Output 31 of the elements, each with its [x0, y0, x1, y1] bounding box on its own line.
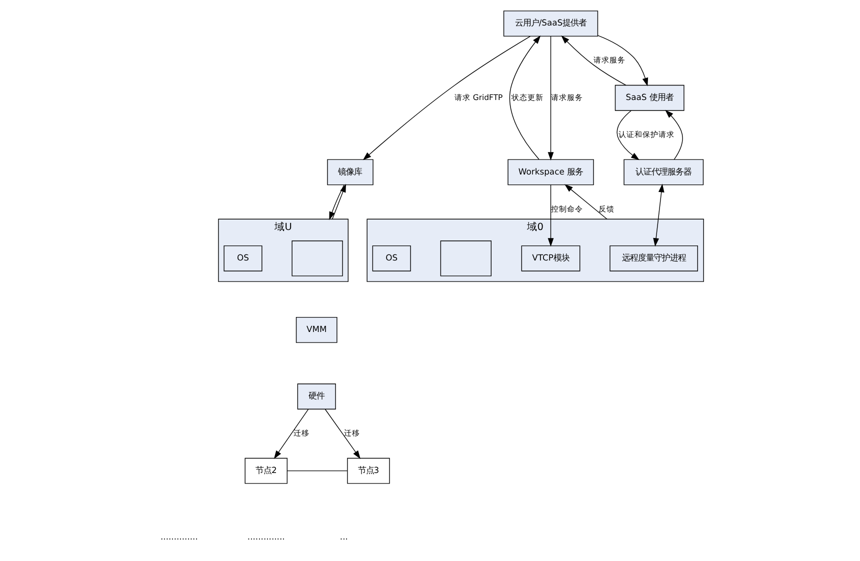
arrow [274, 408, 309, 459]
node-box: 硬件 [297, 384, 336, 410]
arrow [653, 184, 664, 247]
node-box: 云用户/SaaS提供者 [503, 10, 598, 37]
arrow [597, 35, 648, 86]
label: .............. [247, 532, 285, 542]
node-box: Workspace 服务 [508, 159, 594, 186]
arrow [324, 408, 361, 459]
node-box: SaaS 使用者 [614, 84, 684, 111]
node-box: 节点2 [244, 458, 288, 484]
node-box: 节点3 [347, 458, 390, 484]
arrow [564, 184, 608, 220]
label: .............. [160, 532, 198, 542]
node-box: OS [372, 245, 411, 272]
arrow [665, 110, 683, 160]
connector [286, 470, 348, 472]
node-box: OS [224, 245, 262, 272]
arrow [509, 35, 541, 160]
node-box: VMM [296, 316, 338, 343]
arrow [548, 36, 554, 161]
label: ... [340, 532, 348, 542]
node-box [292, 240, 343, 276]
node-box [440, 240, 492, 276]
arrow [548, 184, 554, 247]
node-box: 镜像库 [327, 159, 374, 186]
node-box: 远程度量守护进程 [610, 245, 698, 272]
arrow [561, 36, 626, 86]
node-box: 认证代理服务器 [624, 159, 704, 186]
arrow [362, 36, 531, 160]
arrow [616, 110, 640, 160]
node-box: VTCP模块 [521, 245, 580, 272]
